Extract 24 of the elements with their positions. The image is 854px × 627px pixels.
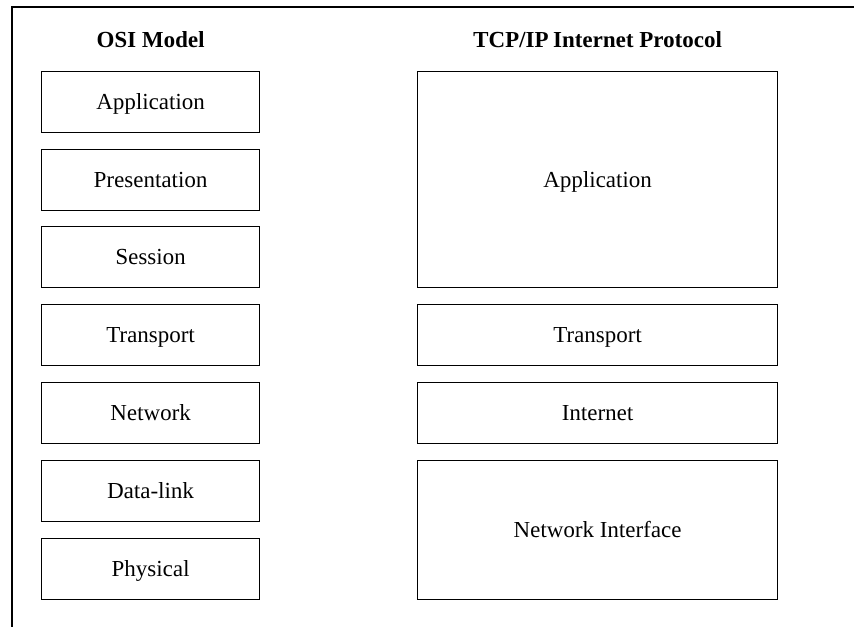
layer-name: Network Interface bbox=[514, 516, 682, 544]
layer-box bbox=[417, 71, 778, 288]
layer-box bbox=[417, 304, 778, 366]
column-heading: TCP/IP Internet Protocol bbox=[472, 26, 723, 54]
layer-box bbox=[417, 382, 778, 444]
layer-box bbox=[41, 460, 260, 522]
layer-name: Physical bbox=[112, 555, 190, 583]
layer-name: Presentation bbox=[94, 166, 208, 194]
layer-box bbox=[417, 460, 778, 600]
layer-box bbox=[41, 538, 260, 600]
layer-box bbox=[41, 382, 260, 444]
layer-name: Session bbox=[115, 243, 186, 271]
layer-name: Transport bbox=[553, 321, 642, 349]
layer-box bbox=[41, 149, 260, 211]
layer-box bbox=[41, 304, 260, 366]
column-heading: OSI Model bbox=[96, 26, 206, 54]
layer-box bbox=[41, 226, 260, 288]
layer-name: Transport bbox=[106, 321, 195, 349]
layer-name: Application bbox=[96, 88, 205, 116]
layer-name: Network bbox=[110, 399, 191, 427]
layer-name: Application bbox=[543, 166, 652, 194]
layer-name: Internet bbox=[562, 399, 634, 427]
layer-name: Data-link bbox=[107, 477, 194, 505]
layer-box bbox=[41, 71, 260, 133]
